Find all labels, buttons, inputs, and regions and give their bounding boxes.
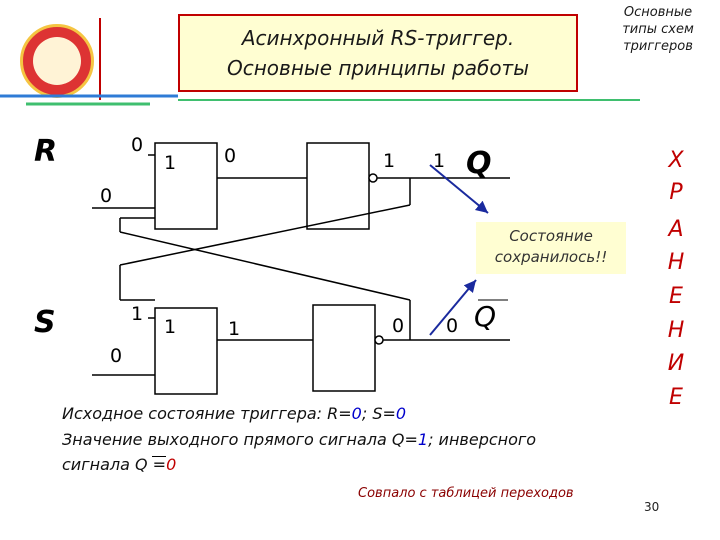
output-q-inverse-label: Q [474, 300, 497, 333]
inverter-bubble-lower [374, 335, 384, 345]
page-title: Асинхронный RS-триггер. [241, 26, 515, 50]
gate-s-lower [154, 307, 218, 395]
signal-value: 1 [433, 150, 446, 172]
arrow-to-state-note-lower [429, 279, 477, 336]
signal-value: 0 [110, 345, 123, 367]
text-value: 1 [417, 430, 429, 449]
state-note-line: Состояние [509, 227, 593, 245]
gate-r-upper [154, 142, 218, 230]
text-value: 0 [351, 404, 362, 423]
side-word-letter: Е [669, 385, 683, 410]
slide-number: 30 [644, 500, 660, 514]
output-q-label: Q [466, 146, 492, 181]
side-word-letter: А [668, 217, 684, 242]
q-inverse-overline-text [152, 456, 166, 457]
signal-value: 1 [228, 318, 241, 340]
wire [119, 231, 411, 301]
signal-value: 0 [224, 145, 237, 167]
corner-note-line: Основные [623, 5, 693, 20]
side-word-letter: Н [667, 318, 685, 343]
gate-q-lower [312, 304, 376, 392]
signal-value: 0 [131, 134, 144, 156]
signal-value: 1 [383, 150, 396, 172]
signal-value: 1 [164, 316, 177, 338]
corner-note: Основные типы схем триггеров [600, 4, 716, 55]
signal-value: 0 [392, 315, 405, 337]
page-subtitle: Основные принципы работы [226, 56, 529, 80]
initial-state-line: Исходное состояние триггера: R=0; S=0 [62, 404, 406, 423]
logo-icon [20, 24, 94, 98]
signal-value: 1 [164, 152, 177, 174]
gate-q-upper [306, 142, 370, 230]
text-value: 0 [166, 455, 177, 474]
text-part: сигнала Q = [62, 455, 167, 474]
side-word-letter: Р [669, 180, 683, 205]
arrow-to-state-note-upper [429, 164, 489, 214]
side-word-letter: Х [668, 148, 684, 173]
text-part: ; инверсного [428, 430, 537, 449]
signal-value: 0 [446, 315, 459, 337]
wire [119, 204, 411, 266]
state-note-line: сохранилось!! [494, 248, 608, 266]
title-box: Асинхронный RS-триггер. Основные принцип… [178, 14, 578, 92]
input-s-label: S [34, 305, 56, 340]
match-note: Совпало с таблицей переходов [358, 486, 574, 501]
text-part: ; S= [361, 404, 396, 423]
text-part: Исходное состояние триггера: R= [62, 404, 352, 423]
side-word-letter: Н [667, 250, 685, 275]
inverter-bubble-upper [368, 173, 378, 183]
text-part: Значение выходного прямого сигнала Q= [62, 430, 418, 449]
side-word-letter: Е [669, 284, 683, 309]
corner-note-line: триггеров [623, 39, 693, 54]
input-r-label: R [34, 134, 58, 169]
text-value: 0 [395, 404, 407, 423]
signal-value: 1 [131, 303, 144, 325]
output-value-line: Значение выходного прямого сигнала Q=1; … [62, 430, 536, 449]
side-word-letter: И [667, 351, 685, 376]
signal-value: 0 [100, 185, 113, 207]
state-note: Состояние сохранилось!! [476, 222, 626, 274]
corner-note-line: типы схем [622, 22, 694, 37]
inverse-value-line: сигнала Q =0 [62, 455, 176, 474]
